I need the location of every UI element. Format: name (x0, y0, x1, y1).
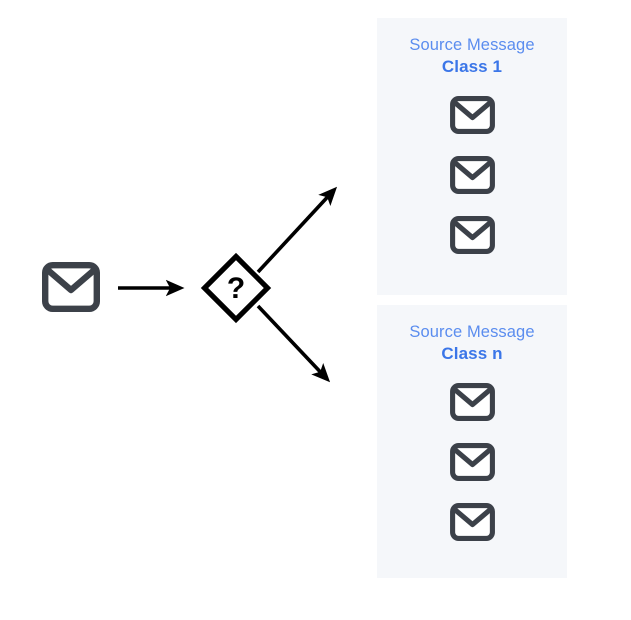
envelope-icon (449, 156, 495, 199)
class-n-panel: Source Message Class n (377, 305, 567, 578)
class-n-panel-title: Source Message (409, 323, 535, 341)
class-1-panel-header: Source Message Class 1 (377, 34, 567, 78)
source-envelope-icon (42, 262, 100, 312)
class-1-panel-subtitle: Class 1 (441, 57, 503, 76)
envelope-icon (449, 443, 495, 486)
envelope-icon (449, 96, 495, 139)
envelope-icon (449, 383, 495, 426)
question-diamond-icon: ? (200, 252, 272, 329)
class-1-panel-title: Source Message (409, 36, 535, 54)
question-mark-label: ? (227, 272, 245, 305)
envelope-icon (449, 216, 495, 259)
class-n-panel-subtitle: Class n (441, 344, 503, 363)
class-n-message-list (377, 383, 567, 546)
envelope-icon (449, 503, 495, 546)
class-1-message-list (377, 96, 567, 259)
class-n-panel-header: Source Message Class n (377, 321, 567, 365)
class-1-panel: Source Message Class 1 (377, 18, 567, 295)
